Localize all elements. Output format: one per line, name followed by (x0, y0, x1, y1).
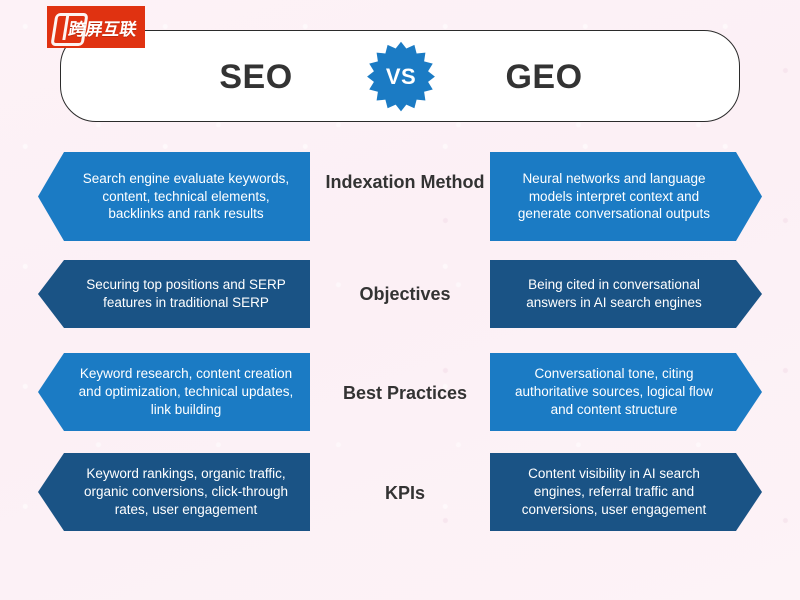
geo-chevron-text-2: Being cited in conversational answers in… (526, 277, 702, 310)
row-label-4: KPIs (384, 483, 426, 503)
table-row: Keyword research, content creation and o… (0, 343, 800, 443)
seo-chevron-4: Keyword rankings, organic traffic, organ… (38, 453, 310, 531)
seo-chevron-text-1: Search engine evaluate keywords, content… (82, 170, 290, 222)
geo-chevron-2: Being cited in conversational answers in… (490, 260, 762, 328)
seo-chevron-2: Securing top positions and SERP features… (38, 260, 310, 328)
row-label-3: Best Practices (342, 383, 468, 403)
brand-logo-text: 跨屏互联 (67, 19, 139, 40)
seo-chevron-3: Keyword research, content creation and o… (38, 353, 310, 431)
row-label-1: Indexation Method (325, 172, 485, 192)
vs-starburst-badge: VS (365, 41, 437, 113)
table-row: Search engine evaluate keywords, content… (0, 142, 800, 246)
seo-chevron-text-2: Securing top positions and SERP features… (86, 277, 286, 310)
geo-chevron-4: Content visibility in AI search engines,… (490, 453, 762, 531)
seo-chevron-1: Search engine evaluate keywords, content… (38, 152, 310, 241)
header-title-geo: GEO (505, 58, 583, 96)
table-row: Keyword rankings, organic traffic, organ… (0, 443, 800, 543)
comparison-rows: Search engine evaluate keywords, content… (0, 142, 800, 543)
header-title-seo: SEO (219, 58, 293, 96)
table-row: Securing top positions and SERP features… (0, 246, 800, 343)
seo-chevron-text-3: Keyword research, content creation and o… (78, 366, 294, 417)
brand-logo: 跨屏互联 (47, 6, 145, 48)
starburst-icon (367, 41, 435, 112)
geo-chevron-text-1: Neural networks and language models inte… (517, 170, 711, 222)
geo-chevron-text-3: Conversational tone, citing authoritativ… (514, 366, 714, 417)
geo-chevron-text-4: Content visibility in AI search engines,… (521, 466, 707, 517)
vs-label: VS (385, 63, 417, 89)
geo-chevron-3: Conversational tone, citing authoritativ… (490, 353, 762, 431)
geo-chevron-1: Neural networks and language models inte… (490, 152, 762, 241)
seo-chevron-text-4: Keyword rankings, organic traffic, organ… (83, 466, 289, 517)
row-label-2: Objectives (359, 284, 451, 304)
